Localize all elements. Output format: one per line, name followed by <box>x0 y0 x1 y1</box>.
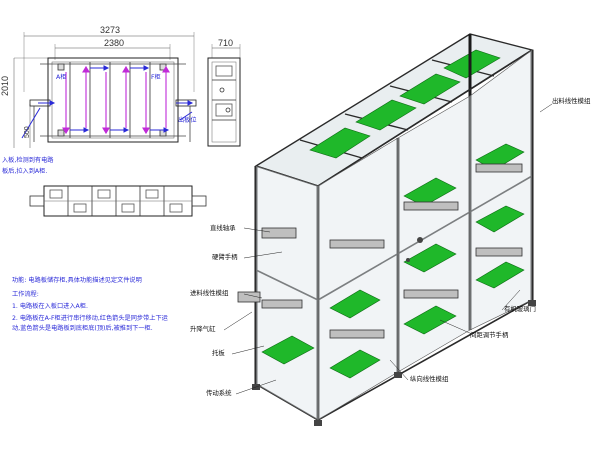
function-line: 功能: 电路板储存柜,具体功能描述见定文件说明 <box>12 277 142 284</box>
process-step-2: 2. 电路板在A-F柜进行串行移动,红色箭头是同步带上下运 <box>12 315 168 322</box>
callout-longitudinal-module: 纵向线性模组 <box>410 375 449 383</box>
isometric-cabinet <box>237 33 536 426</box>
callout-door: 有机玻璃门 <box>504 305 536 313</box>
callout-leaders <box>223 103 553 395</box>
callout-bearing: 直线轴承 <box>210 224 236 232</box>
process-step-1: 1. 电路板在入板口进入A柜. <box>12 303 88 310</box>
callout-drive-system: 传动系统 <box>206 389 232 397</box>
callout-inlet-module: 进料线性模组 <box>190 289 229 297</box>
top-view <box>29 185 207 217</box>
callout-lift-cylinder: 升降气缸 <box>190 325 216 333</box>
callout-outlet-module-h: 出料线性模组 <box>552 97 591 105</box>
process-title: 工作流程: <box>12 291 39 298</box>
label-a-cabinet: A柜 <box>56 74 67 81</box>
board-in-note-line1: 入板,检测到有电路 <box>2 157 54 164</box>
dim-overall-width: 3273 <box>100 25 121 35</box>
label-f-cabinet: F柜 <box>151 74 161 81</box>
dim-depth: 710 <box>218 38 234 48</box>
callout-spacing: 间距调节手柄 <box>470 331 509 339</box>
board-out-label: 出板位 <box>178 117 197 124</box>
dim-height-lower: 500 <box>24 126 31 138</box>
process-step-3: 动,蓝色箭头是电路板到底柜底(顶)后,被推到下一柜. <box>12 325 153 332</box>
callout-pallet: 托板 <box>212 349 225 357</box>
dim-height: 2010 <box>0 75 10 96</box>
side-view <box>207 44 241 147</box>
front-view <box>13 32 197 148</box>
board-in-note-line2: 板后,拉入到A柜. <box>2 168 48 175</box>
flow-arrows <box>21 65 194 139</box>
callout-pusher: 硬臂手柄 <box>212 253 238 261</box>
dim-inner-width: 2380 <box>104 38 125 48</box>
